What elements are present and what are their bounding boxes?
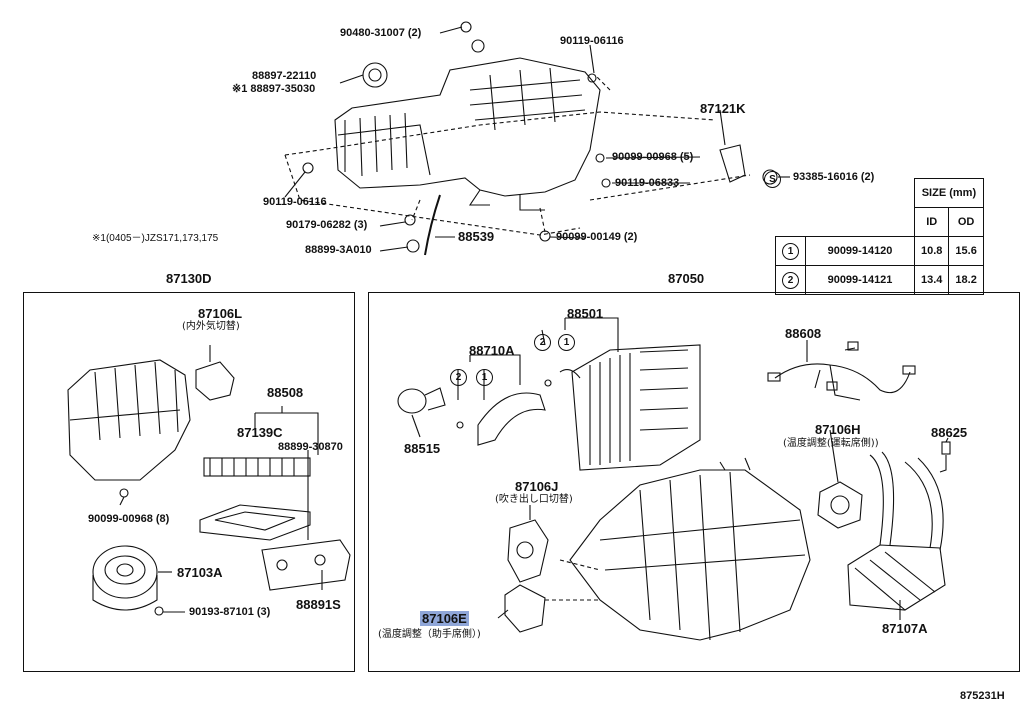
part-label-87139C[interactable]: 87139C — [237, 425, 283, 440]
size-table-title: SIZE (mm) — [914, 178, 984, 208]
part-label-88539[interactable]: 88539 — [458, 229, 495, 244]
part-label-87106E-highlight[interactable]: 87106E — [420, 611, 469, 626]
group-title-87050[interactable]: 87050 — [668, 271, 705, 286]
part-label-88515[interactable]: 88515 — [404, 441, 441, 456]
part-label-90179-06282[interactable]: 90179-06282 (3) — [286, 219, 368, 231]
part-label-93385-16016[interactable]: 93385-16016 (2) — [793, 171, 875, 183]
circle-1-icon: 1 — [558, 334, 575, 351]
part-label-90099-00968-5[interactable]: 90099-00968 (5) — [612, 151, 694, 163]
circle-2-icon: 2 — [534, 334, 551, 351]
size-table-row: 1 90099-14120 10.8 15.6 — [775, 236, 984, 266]
circle-1-icon: 1 — [476, 369, 493, 386]
top-assembly-housing — [334, 57, 601, 197]
part-label-88501[interactable]: 88501 — [567, 306, 604, 321]
diagram-id: 875231H — [960, 690, 1005, 702]
part-label-88608[interactable]: 88608 — [785, 326, 822, 341]
size-table-od: 15.6 — [948, 236, 984, 266]
part-label-88899-3A010[interactable]: 88899-3A010 — [305, 244, 372, 256]
part-label-87193-87101[interactable]: 90193-87101 (3) — [189, 606, 271, 618]
circle-2-icon: 2 — [450, 369, 467, 386]
circle-2-icon: 2 — [782, 271, 799, 289]
part-label-90119-06116-top[interactable]: 90119-06116 — [560, 35, 624, 47]
part-label-90480-31007[interactable]: 90480-31007 (2) — [340, 27, 422, 39]
part-label-87121K[interactable]: 87121K — [700, 101, 746, 116]
model-note: ※1(0405－)JZS171,173,175 — [92, 233, 219, 244]
air-duct-main-unit — [569, 469, 811, 641]
part-label-87106L[interactable]: 87106L — [198, 306, 243, 321]
size-table-part[interactable]: 90099-14120 — [805, 236, 915, 266]
part-label-88508[interactable]: 88508 — [267, 385, 304, 400]
part-label-87107A[interactable]: 87107A — [882, 621, 928, 636]
part-desc-87106E: (温度調整（助手席側）) — [378, 629, 481, 640]
part-label-88897-22110[interactable]: 88897-22110 — [252, 70, 317, 82]
part-label-87103A[interactable]: 87103A — [177, 565, 223, 580]
group-title-87130D[interactable]: 87130D — [166, 271, 212, 286]
circle-1-icon: 1 — [782, 242, 799, 260]
part-label-90099-00149[interactable]: 90099-00149 (2) — [556, 231, 638, 243]
part-desc-87106H: (温度調整(運転席側)) — [783, 438, 879, 449]
size-table-col-id: ID — [913, 207, 950, 237]
size-table-od: 18.2 — [948, 265, 984, 295]
part-label-88897-35030[interactable]: ※1 88897-35030 — [232, 83, 316, 95]
evaporator — [571, 344, 701, 471]
size-table-id: 10.8 — [913, 236, 950, 266]
left-group-box — [23, 292, 355, 672]
part-label-87106E[interactable]: 87106E — [420, 611, 469, 626]
part-label-88625[interactable]: 88625 — [931, 425, 968, 440]
s-mark-icon: S — [764, 171, 781, 188]
size-table-row: 2 90099-14121 13.4 18.2 — [775, 265, 984, 295]
part-label-90099-00968-8[interactable]: 90099-00968 (8) — [88, 513, 170, 525]
part-label-88899-30870[interactable]: 88899-30870 — [278, 441, 343, 453]
size-table: SIZE (mm) ID OD 1 90099-14120 10.8 15.6 … — [775, 178, 984, 295]
size-table-part[interactable]: 90099-14121 — [805, 265, 915, 295]
size-table-id: 13.4 — [913, 265, 950, 295]
right-group-box — [368, 292, 1020, 672]
part-label-90119-06833[interactable]: 90119-06833 — [615, 177, 680, 189]
size-table-col-od: OD — [948, 207, 984, 237]
part-desc-87106J: (吹き出し口切替) — [495, 494, 573, 505]
part-label-90119-06116-left[interactable]: 90119-06116 — [263, 196, 327, 208]
blower-case — [67, 359, 191, 481]
part-label-87106J[interactable]: 87106J — [515, 479, 559, 494]
part-label-88710A[interactable]: 88710A — [469, 343, 515, 358]
part-desc-87106L: (内外気切替) — [182, 321, 240, 332]
part-label-88891S[interactable]: 88891S — [296, 597, 341, 612]
part-label-87106H[interactable]: 87106H — [815, 422, 861, 437]
